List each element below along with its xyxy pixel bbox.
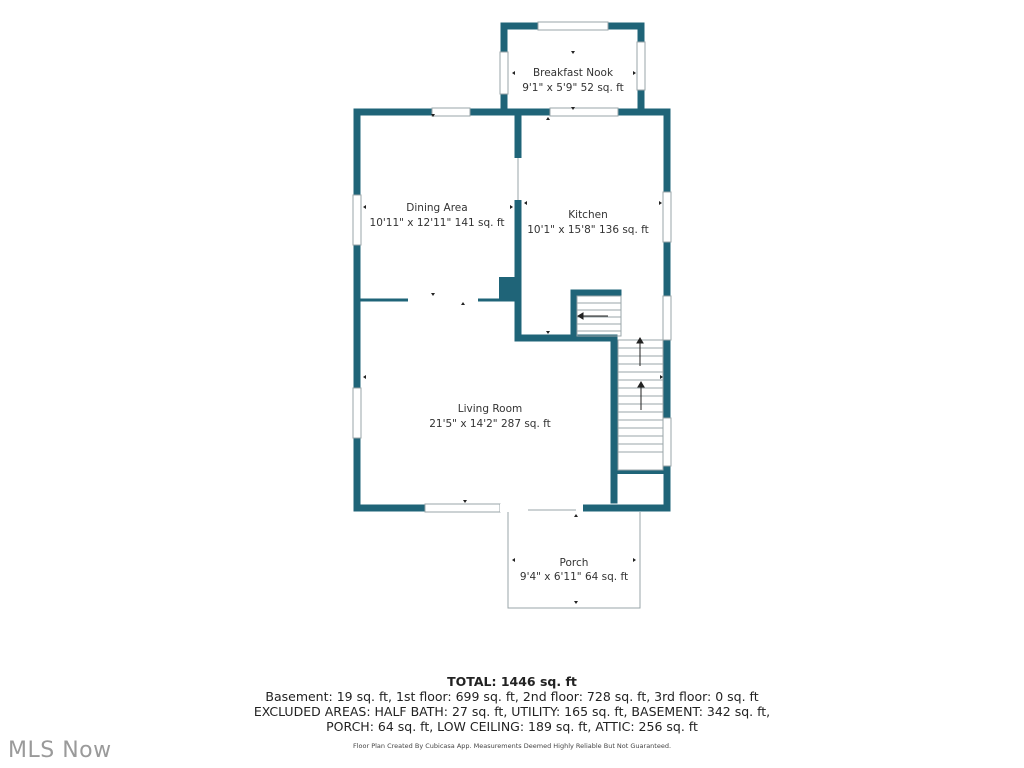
window [431,107,471,117]
tick-icon [574,601,578,604]
window [662,417,672,467]
tick-icon [363,205,366,209]
window [424,503,501,513]
dimension-markers [363,51,663,604]
breakfast-nook-dims: 9'1" x 5'9" 52 sq. ft [522,82,624,94]
credit-note: Floor Plan Created By Cubicasa App. Meas… [352,742,672,750]
tick-icon [512,71,515,75]
tick-icon [461,302,465,305]
front-door-opening [500,504,583,512]
tick-icon [571,51,575,54]
arrow-head-icon [637,381,645,388]
dining-kitchen-wall-lower [514,196,618,504]
window [499,51,509,95]
opening [662,295,672,341]
tick-icon [546,331,550,334]
kitchen-dims: 10'1" x 15'8" 136 sq. ft [527,224,649,236]
tick-icon [574,514,578,517]
mls-now-watermark: MLS Now [8,738,112,763]
arrow-head-icon [636,337,644,344]
tick-icon [512,558,515,562]
room-labels: Breakfast Nook 9'1" x 5'9" 52 sq. ft Din… [370,67,649,583]
tick-icon [431,114,435,117]
dining-area-dims: 10'11" x 12'11" 141 sq. ft [370,217,505,229]
total-area: TOTAL: 1446 sq. ft [447,674,577,689]
area-summary: TOTAL: 1446 sq. ft Basement: 19 sq. ft, … [0,674,1024,754]
excluded-areas-line2: PORCH: 64 sq. ft, LOW CEILING: 189 sq. f… [326,719,698,734]
window [352,387,362,439]
tick-icon [431,293,435,296]
east-wall-lower [579,336,671,512]
tick-icon [660,375,663,379]
window [549,107,619,117]
floor-breakdown: Basement: 19 sq. ft, 1st floor: 699 sq. … [265,689,759,704]
porch-name: Porch [560,557,589,569]
stair-arrows [577,312,645,410]
porch-dims: 9'4" x 6'11" 64 sq. ft [520,571,628,583]
tick-icon [571,107,575,110]
living-room-name: Living Room [458,403,522,415]
stair-run-upper [576,295,622,337]
stairs [576,295,664,471]
tick-icon [524,201,527,205]
window [352,194,362,246]
tick-icon [633,71,636,75]
breakfast-nook-name: Breakfast Nook [533,67,614,79]
excluded-areas-line1: EXCLUDED AREAS: HALF BATH: 27 sq. ft, UT… [253,704,771,719]
tick-icon [510,205,513,209]
dining-area-name: Dining Area [406,202,467,214]
living-room-dims: 21'5" x 14'2" 287 sq. ft [429,418,551,430]
tick-icon [363,375,366,379]
window [662,191,672,243]
tick-icon [659,201,662,205]
tick-icon [463,500,467,503]
windows [352,21,672,513]
porch-outline [507,512,641,609]
window [537,21,609,31]
arrow-head-icon [577,312,584,320]
tick-icon [546,117,550,120]
tick-icon [633,558,636,562]
kitchen-name: Kitchen [568,209,607,221]
west-wall [353,108,504,512]
chimney-block [499,277,517,300]
window [636,41,646,91]
